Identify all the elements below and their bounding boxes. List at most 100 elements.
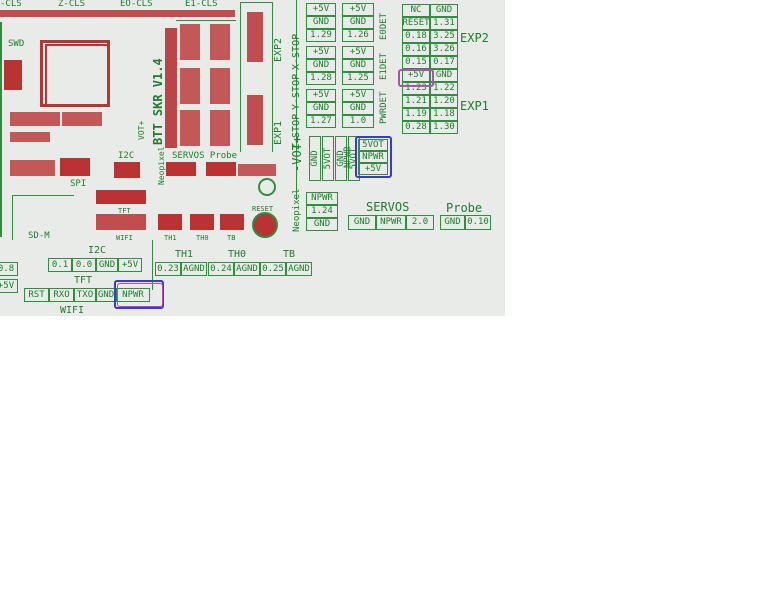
label-i2c-small: I2C	[118, 151, 135, 161]
label-x-cls: -CLS	[0, 0, 22, 9]
label-exp1-board: EXP1	[273, 120, 284, 145]
label-tft-small: TFT	[118, 207, 131, 215]
label-th1-small: TH1	[164, 234, 177, 242]
exp-col2-pin: 0.17	[430, 56, 458, 69]
label-th1: TH1	[175, 249, 194, 260]
mcu-chip	[45, 44, 109, 106]
vot-cell: 5VOT	[322, 136, 334, 181]
label-reset: RESET	[252, 205, 274, 213]
stop-col1-pin: 1.28	[306, 72, 336, 85]
stop-col2-pin: +5V	[342, 46, 374, 59]
exp-col2-pin: 1.30	[430, 121, 458, 134]
label-servos: SERVOS	[366, 200, 410, 214]
stop-col2-pin: GND	[342, 16, 374, 29]
label-tb: TB	[283, 249, 296, 260]
label-z-cls: Z-CLS	[58, 0, 86, 9]
label-e0-cls: EO-CLS	[120, 0, 153, 9]
left-edge-cell: +5V	[0, 279, 18, 293]
i2c-cell: 0.0	[72, 258, 96, 272]
npwr-cell: NPWR	[358, 151, 388, 163]
exp-col2-pin: 1.18	[430, 108, 458, 121]
exp-col2-pin: GND	[430, 69, 458, 82]
highlight-tft-npwr-pink	[117, 283, 163, 307]
reset-button-graphic	[252, 212, 278, 238]
tft-cell: NPWR	[116, 288, 150, 302]
exp-col1-pin: 0.18	[402, 30, 430, 43]
stop-col1-pin: GND	[306, 59, 336, 72]
label-vot: -VOT+	[290, 135, 304, 172]
label-exp1: EXP1	[460, 99, 489, 113]
probe-cell: 0.10	[465, 215, 491, 230]
highlight-tft-npwr-blue	[114, 280, 164, 309]
exp-col1-pin: 1.21	[402, 95, 430, 108]
tb-cell: 0.25	[260, 262, 286, 276]
exp-col2-pin: GND	[430, 4, 458, 17]
stop-col1-pin: 1.29	[306, 29, 336, 42]
stop-col2-pin: 1.25	[342, 72, 374, 85]
label-exp2: EXP2	[460, 31, 489, 45]
i2c-cell: 0.1	[48, 258, 72, 272]
tft-cell: RXO	[49, 288, 74, 302]
label-spi: SPI	[70, 179, 87, 189]
exp-col2-pin: 1.31	[430, 17, 458, 30]
label-neopixel-small: Neopixel	[157, 146, 166, 185]
tft-cell: RST	[24, 288, 49, 302]
servos-cell: 2.0	[406, 215, 434, 230]
pinout-diagram: -CLS Z-CLS EO-CLS E1-CLS SWD I2C SPI TFT…	[0, 0, 505, 316]
npwr-cell: +5V	[358, 163, 388, 175]
tft-cell: TXO	[74, 288, 96, 302]
stop-col1-pin: GND	[306, 16, 336, 29]
label-th0: TH0	[228, 249, 247, 260]
board-name: BTT SKR V1.4	[151, 58, 165, 145]
i2c-cell: +5V	[118, 258, 142, 272]
servos-cell: NPWR	[376, 215, 406, 230]
stop-col1-pin: +5V	[306, 89, 336, 102]
board-outline	[0, 22, 2, 237]
label-i2c: I2C	[88, 245, 107, 256]
exp-col1-pin: NC	[402, 4, 430, 17]
probe-cell: GND	[440, 215, 465, 230]
label-e1det: E1DET	[379, 52, 389, 80]
label-pwrdet: PWRDET	[379, 91, 389, 124]
label-e0det: E0DET	[379, 12, 389, 40]
stop-col2-pin: GND	[342, 59, 374, 72]
stop-col1-pin: GND	[306, 102, 336, 115]
neopixel-cell: 1.24	[306, 205, 338, 218]
exp-col1-pin: 1.23	[402, 82, 430, 95]
label-sd-m: SD-M	[28, 231, 50, 241]
label-th0-small: TH0	[196, 234, 209, 242]
label-e1-cls: E1-CLS	[185, 0, 218, 9]
th0-cell: 0.24	[208, 262, 234, 276]
th1-cell: 0.23	[155, 262, 181, 276]
label-tb-small: TB	[227, 234, 236, 242]
servos-cell: GND	[348, 215, 376, 230]
exp-col2-pin: 3.25	[430, 30, 458, 43]
stop-col2-pin: +5V	[342, 89, 374, 102]
exp-col1-pin: 0.15	[402, 56, 430, 69]
tb-cell: AGND	[286, 262, 312, 276]
label-probe: Probe	[446, 201, 483, 215]
exp-col2-pin: 1.22	[430, 82, 458, 95]
neopixel-cell: GND	[306, 218, 338, 231]
exp-col1-pin: 1.19	[402, 108, 430, 121]
label-npwr-vert: NPWR	[343, 146, 353, 168]
exp-col2-pin: 3.26	[430, 43, 458, 56]
label-tft: TFT	[74, 275, 93, 286]
label-neopixel: Neopixel	[292, 188, 302, 232]
label-exp2-board: EXP2	[273, 37, 284, 62]
label-vot-small: VOT+	[137, 120, 146, 140]
stop-col2-pin: 1.0	[342, 115, 374, 128]
label-wifi: WIFI	[60, 305, 85, 316]
stop-col1-pin: +5V	[306, 46, 336, 59]
highlight-exp-5v	[398, 69, 434, 87]
stop-col2-pin: +5V	[342, 3, 374, 16]
stop-col1-pin: +5V	[306, 3, 336, 16]
exp-col1-pin: 0.16	[402, 43, 430, 56]
th0-cell: AGND	[234, 262, 260, 276]
label-swd: SWD	[8, 39, 25, 49]
label-wifi-small: WIFI	[116, 234, 133, 242]
stop-col2-pin: 1.26	[342, 29, 374, 42]
neopixel-cell: NPWR	[306, 192, 338, 205]
label-y-stop: Y-STOP	[291, 73, 302, 110]
stop-col2-pin: GND	[342, 102, 374, 115]
